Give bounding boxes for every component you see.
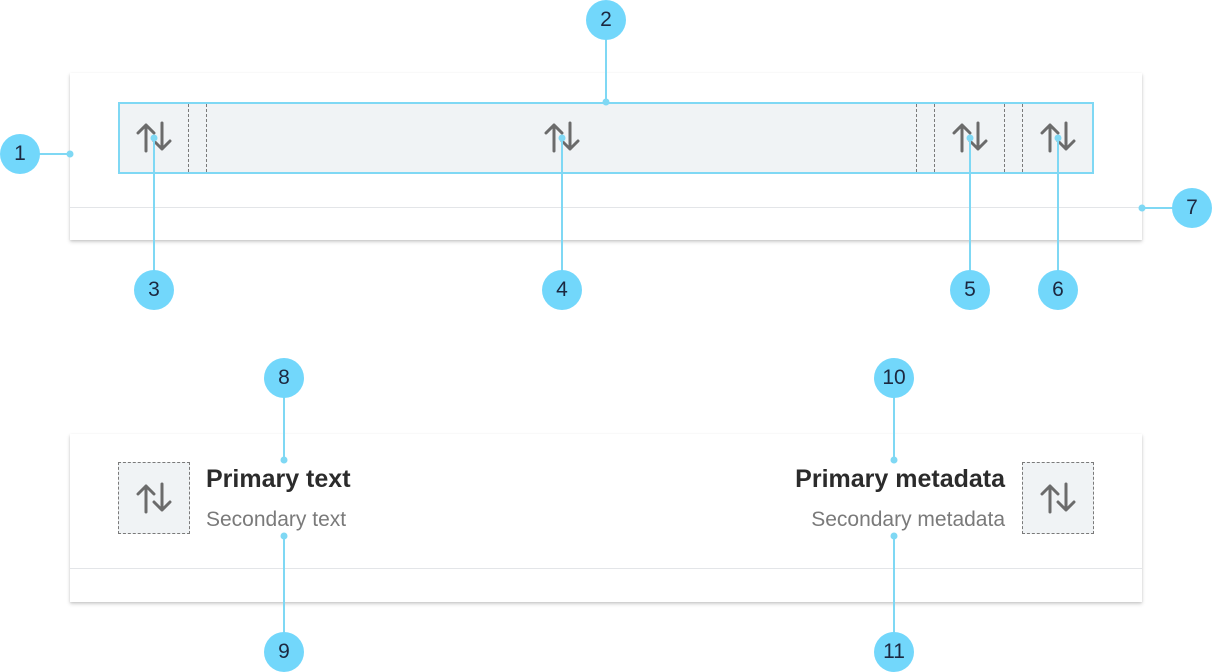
callout-leader <box>605 20 607 102</box>
callout-anchor <box>966 134 974 142</box>
callout-leader <box>153 138 155 290</box>
slot-boundary <box>934 104 935 172</box>
secondary-metadata: Secondary metadata <box>811 508 1005 531</box>
callout-badge: 3 <box>134 270 174 310</box>
swap-vertical-icon <box>1036 476 1080 520</box>
callout-badge: 2 <box>586 0 626 40</box>
swap-vertical-icon <box>1036 115 1080 159</box>
callout-leader <box>561 138 563 290</box>
callout-leader <box>1057 138 1059 290</box>
slot-boundary <box>1022 104 1023 172</box>
callout-badge: 4 <box>542 270 582 310</box>
callout-leader <box>1142 207 1192 209</box>
swap-vertical-icon <box>132 115 176 159</box>
list-item-container-bottom <box>70 434 1142 602</box>
callout-anchor <box>890 532 898 540</box>
callout-anchor <box>66 150 74 158</box>
callout-leader <box>893 536 895 652</box>
callout-leader <box>283 378 285 460</box>
slot-boundary <box>1004 104 1005 172</box>
callout-anchor <box>280 532 288 540</box>
callout-anchor <box>1054 134 1062 142</box>
primary-metadata: Primary metadata <box>795 465 1005 493</box>
primary-text: Primary text <box>206 465 351 493</box>
list-item-slot-layout <box>118 102 1094 174</box>
callout-badge: 1 <box>0 134 40 174</box>
callout-anchor <box>280 456 288 464</box>
list-divider <box>70 207 1142 208</box>
swap-vertical-icon <box>948 115 992 159</box>
callout-badge: 9 <box>264 632 304 672</box>
callout-anchor <box>890 456 898 464</box>
trailing-slot <box>1022 462 1094 534</box>
callout-anchor <box>1138 204 1146 212</box>
callout-anchor <box>150 134 158 142</box>
slot-boundary <box>188 104 189 172</box>
leading-slot <box>118 462 190 534</box>
secondary-text: Secondary text <box>206 508 347 531</box>
callout-leader <box>283 536 285 652</box>
callout-badge: 5 <box>950 270 990 310</box>
callout-badge: 8 <box>264 358 304 398</box>
callout-badge: 11 <box>874 632 914 672</box>
swap-vertical-icon <box>132 476 176 520</box>
callout-anchor <box>558 134 566 142</box>
swap-vertical-icon <box>540 115 584 159</box>
callout-badge: 6 <box>1038 270 1078 310</box>
callout-leader <box>20 153 70 155</box>
callout-leader <box>893 378 895 460</box>
callout-leader <box>969 138 971 290</box>
list-divider <box>70 568 1142 569</box>
callout-badge: 7 <box>1172 188 1212 228</box>
callout-anchor <box>602 98 610 106</box>
callout-badge: 10 <box>874 358 914 398</box>
slot-boundary <box>206 104 207 172</box>
slot-boundary <box>916 104 917 172</box>
